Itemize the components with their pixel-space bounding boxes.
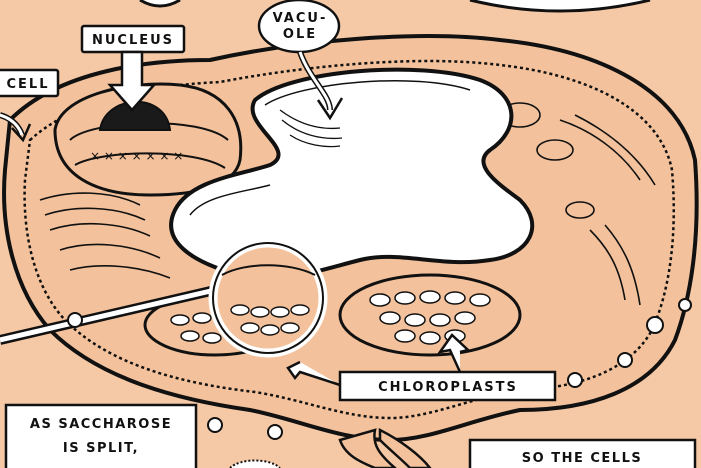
svg-text:SO THE CELLS: SO THE CELLS (522, 451, 642, 466)
svg-text:VACU-: VACU- (273, 11, 328, 26)
svg-text:NUCLEUS: NUCLEUS (92, 33, 174, 48)
svg-text:× × × × × × ×: × × × × × × × (90, 149, 183, 163)
nucleus: × × × × × × × (55, 84, 241, 195)
caption-left: AS SACCHAROSE IS SPLIT, (6, 405, 196, 468)
svg-text:CHLOROPLASTS: CHLOROPLASTS (378, 380, 518, 395)
svg-text:AS SACCHAROSE: AS SACCHAROSE (30, 417, 172, 432)
svg-text:OLE: OLE (283, 27, 317, 42)
svg-text:CELL: CELL (7, 77, 50, 92)
chloroplast-right (340, 275, 520, 355)
caption-right: SO THE CELLS (470, 440, 695, 468)
svg-text:IS SPLIT,: IS SPLIT, (63, 441, 139, 456)
